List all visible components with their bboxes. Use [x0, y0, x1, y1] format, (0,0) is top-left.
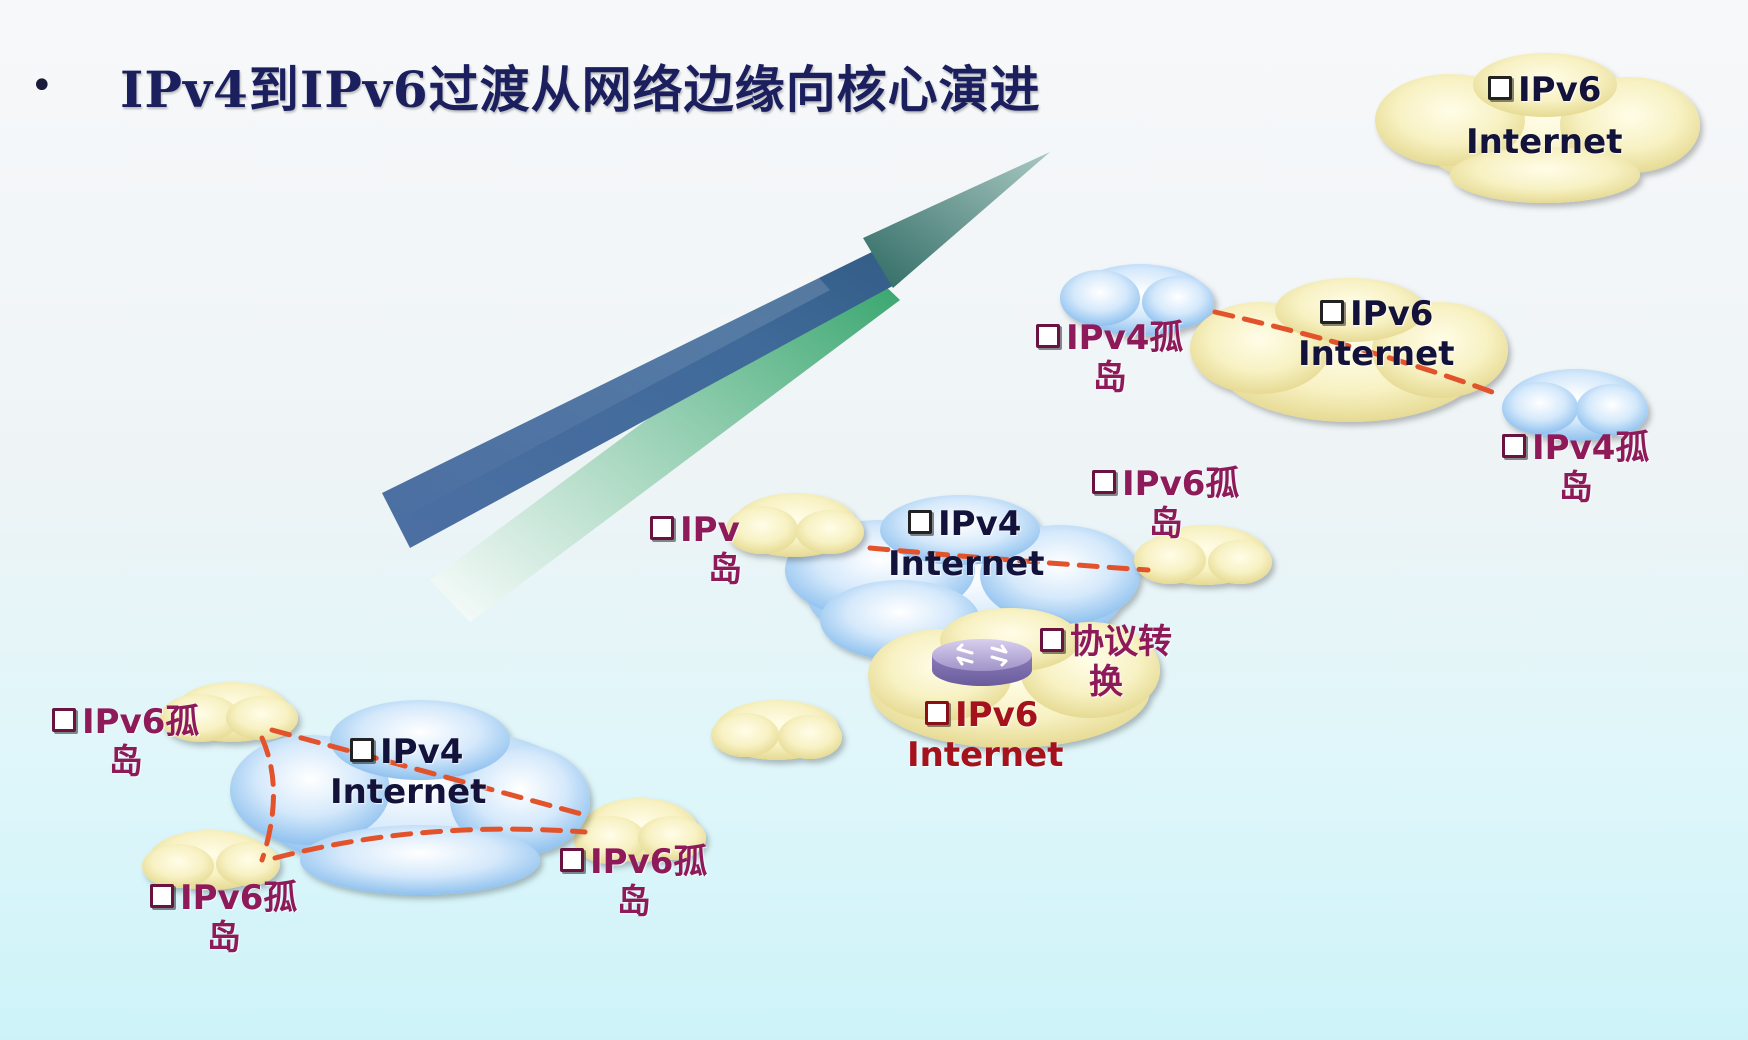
stage3-core-label: IPv6 Internet [1298, 294, 1455, 374]
arrow-highlight [382, 270, 830, 520]
checkbox-bullet-icon [1036, 324, 1060, 348]
arrow-green-shaft [430, 262, 900, 622]
stage3-group [1060, 264, 1648, 441]
checkbox-bullet-icon [1092, 470, 1116, 494]
stage4-ipv6-cloud [1375, 53, 1700, 203]
stage1-tunnels [259, 727, 588, 863]
tunnel-top-bottom [259, 735, 276, 863]
stage1-island-bottom-label: IPv6孤 岛 [150, 878, 297, 958]
stage2-island-cloud-left [726, 493, 864, 557]
stage4-core-label: IPv6 Internet [1466, 70, 1623, 162]
stage1-ipv4-cloud [230, 700, 590, 895]
arrow-head [863, 152, 1050, 288]
stage1-island-right-label: IPv6孤 岛 [560, 842, 707, 922]
stage2-translator-label: 协议转 换 [1040, 622, 1172, 702]
stage1-group [142, 682, 706, 895]
stage1-core-label: IPv4 Internet [330, 732, 487, 812]
stage2-ipv6-label: IPv6 Internet [907, 695, 1064, 775]
evolution-arrow [382, 152, 1050, 622]
checkbox-bullet-icon [1040, 628, 1064, 652]
checkbox-bullet-icon [925, 701, 949, 725]
stage1-island-cloud-right [574, 798, 706, 864]
tunnel-top-right [269, 727, 588, 818]
stage3-island-left-label: IPv4孤 岛 [1036, 318, 1183, 398]
stage2-tunnel [867, 545, 1151, 573]
stage2-island-left-label: IPv 岛 [650, 510, 742, 590]
stage2-core-label: IPv4 Internet [888, 504, 1045, 584]
stage2-island-right-label: IPv6孤 岛 [1092, 464, 1239, 544]
checkbox-bullet-icon [52, 708, 76, 732]
stage4-group [1375, 53, 1700, 203]
tunnel-bottom-right [272, 826, 588, 861]
checkbox-bullet-icon [650, 516, 674, 540]
router-icon [932, 639, 1032, 686]
slide-title: IPv4到IPv6过渡从网络边缘向核心演进 [120, 60, 1041, 119]
checkbox-bullet-icon [350, 738, 374, 762]
checkbox-bullet-icon [1488, 76, 1512, 100]
stage3-tunnel [1212, 309, 1503, 398]
checkbox-bullet-icon [150, 884, 174, 908]
stage3-ipv4-island-cloud-right [1502, 369, 1648, 441]
stage2-island-cloud-right [1134, 525, 1272, 585]
checkbox-bullet-icon [1320, 300, 1344, 324]
checkbox-bullet-icon [560, 848, 584, 872]
stage3-island-right-label: IPv4孤 岛 [1502, 428, 1649, 508]
arrow-blue-shaft [382, 248, 900, 548]
stage3-ipv4-island-cloud-left [1060, 264, 1214, 336]
title-row: • IPv4到IPv6过渡从网络边缘向核心演进 [30, 46, 1041, 126]
stage1-island-cloud-top [160, 682, 298, 742]
stage2-small-cloud [711, 700, 842, 760]
checkbox-bullet-icon [908, 510, 932, 534]
stage1-island-top-label: IPv6孤 岛 [52, 702, 199, 782]
title-bullet-icon: • [30, 63, 54, 109]
stage2-group [711, 493, 1272, 760]
checkbox-bullet-icon [1502, 434, 1526, 458]
